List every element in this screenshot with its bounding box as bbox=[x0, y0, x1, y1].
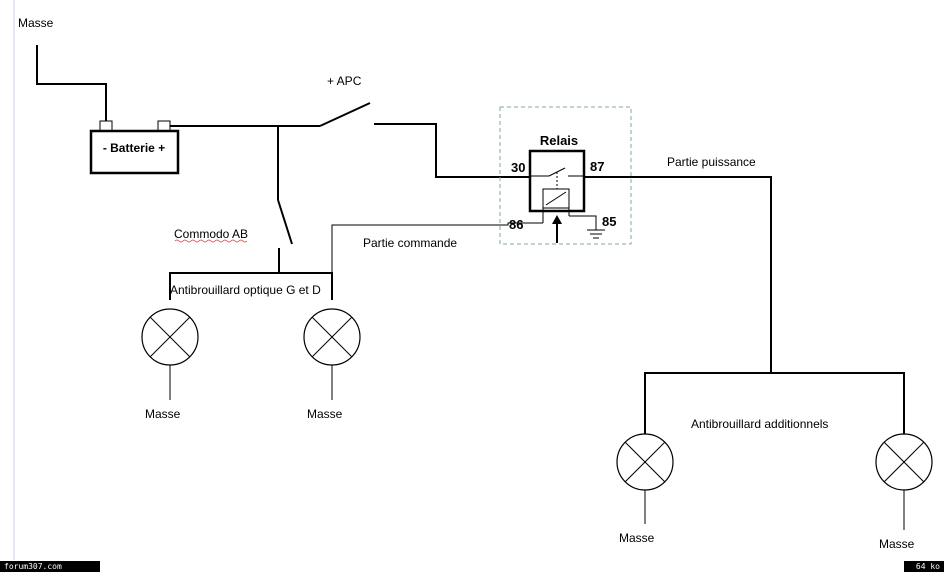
antibrouillard-additionnels-label: Antibrouillard additionnels bbox=[691, 417, 828, 431]
puissance-wire bbox=[584, 176, 772, 373]
commande-wire bbox=[331, 222, 530, 273]
pin-85-label: 85 bbox=[602, 214, 616, 229]
masse-lamp-1-label: Masse bbox=[145, 407, 181, 421]
battery: - Batterie + bbox=[89, 120, 180, 175]
apc-label: + APC bbox=[327, 74, 362, 88]
pin-86-label: 86 bbox=[509, 217, 523, 232]
masse-lamp-2-label: Masse bbox=[307, 407, 343, 421]
relay-frame bbox=[499, 106, 632, 245]
ground-symbol bbox=[587, 229, 605, 239]
footer-site-badge: forum307.com bbox=[0, 561, 100, 572]
antibrouillard-optique-label: Antibrouillard optique G et D bbox=[170, 283, 321, 297]
apc-to-relay-30-wire bbox=[374, 123, 530, 178]
relay: Relais bbox=[528, 133, 597, 230]
pin-30-label: 30 bbox=[511, 160, 525, 175]
apc-switch-blade bbox=[319, 102, 371, 127]
optique-lamp-bus bbox=[169, 272, 333, 300]
fog-lamp-left bbox=[141, 308, 199, 400]
spellcheck-underline bbox=[174, 239, 248, 243]
masse-lamp-4-label: Masse bbox=[879, 537, 915, 551]
fog-lamp-additional-left bbox=[616, 433, 674, 524]
battery-ground-wire bbox=[36, 45, 107, 122]
commodo-label: Commodo AB bbox=[174, 227, 248, 241]
additionnels-lamp-bus bbox=[644, 372, 905, 437]
footer-size-badge: 64 ko bbox=[904, 561, 944, 572]
relay-label: Relais bbox=[540, 133, 578, 148]
partie-commande-label: Partie commande bbox=[363, 236, 457, 250]
partie-puissance-label: Partie puissance bbox=[667, 155, 756, 169]
fog-lamp-additional-right bbox=[875, 433, 933, 530]
masse-top-label: Masse bbox=[18, 16, 54, 30]
battery-label: - Batterie + bbox=[103, 141, 165, 155]
fog-lamp-right bbox=[303, 308, 361, 400]
command-arrow bbox=[552, 215, 562, 243]
masse-lamp-3-label: Masse bbox=[619, 531, 655, 545]
commodo-switch-blade bbox=[277, 199, 293, 245]
pin-87-label: 87 bbox=[590, 159, 604, 174]
